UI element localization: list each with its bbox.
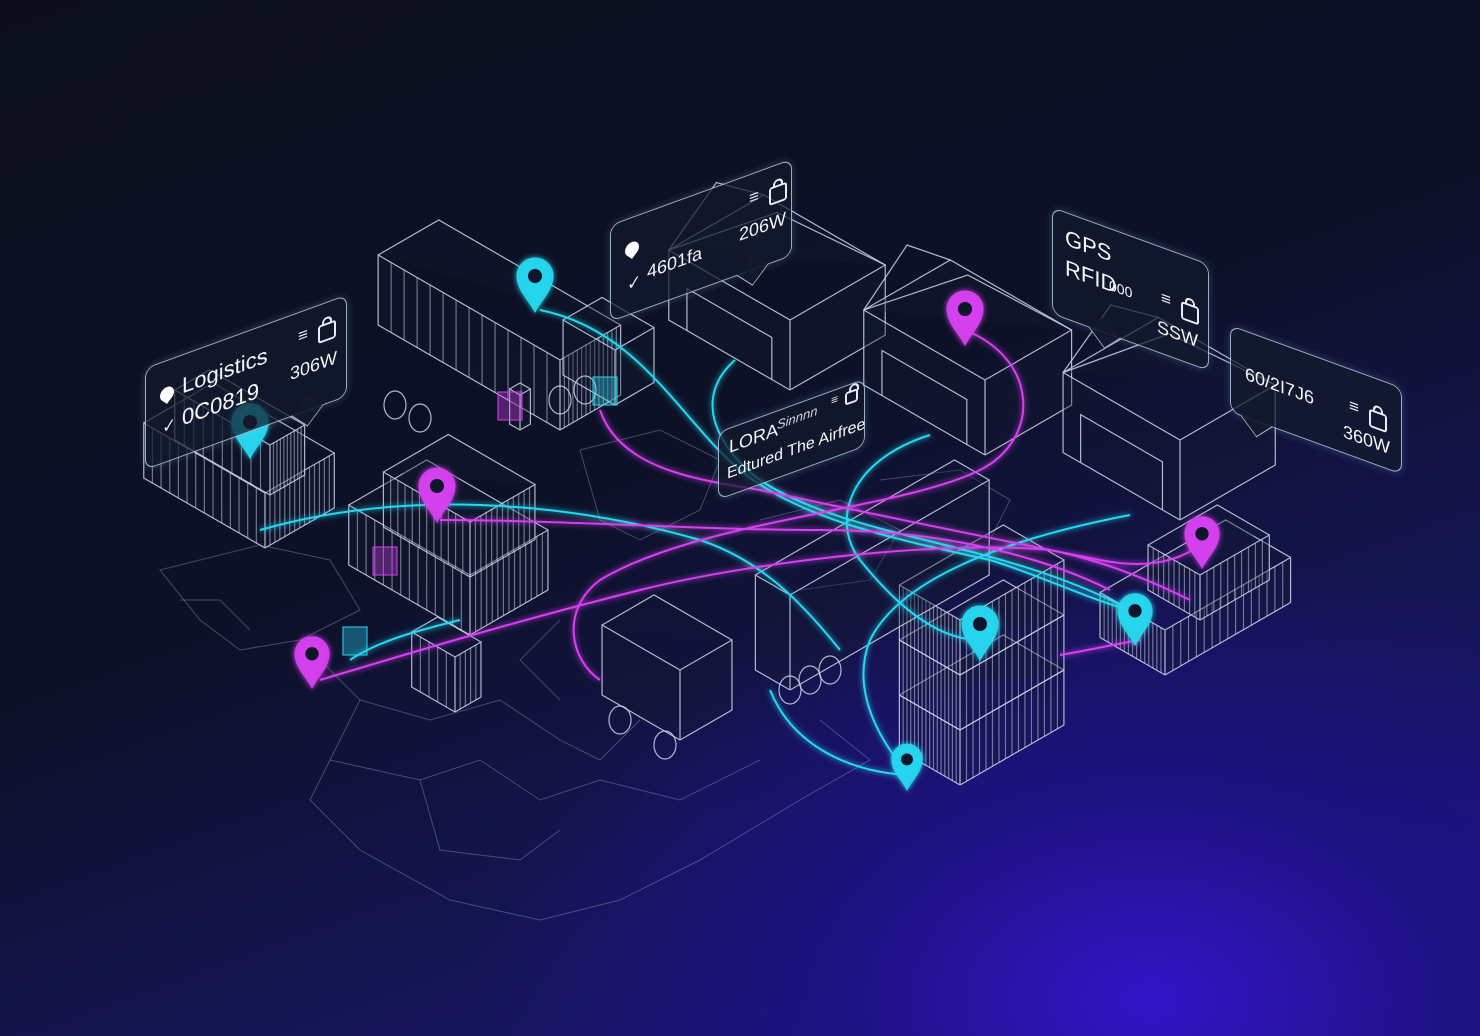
container-stack-ribs	[902, 618, 1059, 728]
route-cyan	[711, 359, 1131, 611]
route-cyan	[349, 619, 461, 661]
warehouse-roof	[863, 244, 951, 311]
container-stack-ribs	[902, 673, 1059, 783]
wheel	[818, 655, 842, 685]
wheel	[548, 385, 572, 415]
lock-icon	[845, 388, 858, 406]
location-pin-icon	[516, 257, 554, 314]
truck-cab	[562, 296, 655, 406]
callout-title-suffix: Sinnnn	[777, 402, 818, 433]
sensor-device	[592, 376, 618, 406]
route-magenta	[572, 329, 1025, 681]
callout-value: 206W	[739, 207, 787, 246]
truck-cab	[601, 594, 733, 741]
wheel	[573, 375, 597, 405]
location-pin-icon	[891, 743, 923, 791]
callout-id: 4601fa	[647, 242, 703, 283]
route-cyan	[845, 434, 981, 641]
signal-icon: ≡	[1349, 395, 1359, 418]
wheel	[798, 665, 822, 695]
signal-icon: ≡	[831, 391, 839, 408]
warehouse-door	[686, 287, 773, 380]
signal-icon: ≡	[1161, 287, 1171, 311]
truck-trailer	[377, 219, 622, 431]
callout-value: 306W	[290, 347, 338, 385]
check-icon: ✓	[627, 270, 642, 295]
container-stack-ribs	[183, 395, 302, 493]
route-magenta	[1059, 639, 1141, 656]
signal-icon: ≡	[298, 323, 308, 347]
location-pin-icon	[1184, 516, 1220, 570]
lock-icon	[769, 181, 787, 207]
lock-icon	[1369, 408, 1387, 434]
wheel	[778, 675, 802, 705]
container-stack-ribs	[356, 510, 543, 632]
map-pin-icon	[622, 239, 642, 259]
check-icon: ✓	[162, 413, 177, 438]
route-cyan	[539, 309, 1131, 611]
lock-icon	[1181, 300, 1199, 326]
signal-icon: ≡	[749, 185, 759, 209]
route-cyan	[862, 514, 1131, 771]
location-pin-icon	[961, 605, 999, 662]
route-magenta	[319, 546, 1191, 681]
wheel	[608, 705, 632, 735]
wheel	[408, 403, 432, 433]
truck-trailer-ribs	[390, 262, 617, 428]
lock-icon	[318, 319, 336, 345]
route-cyan	[769, 689, 906, 776]
sensor-device	[497, 391, 523, 421]
location-pin-icon	[946, 290, 984, 347]
sensor-device	[342, 626, 368, 656]
location-pin-icon	[1117, 593, 1153, 647]
route-lines	[259, 309, 1201, 776]
magenta-tank	[509, 382, 531, 431]
sensor-device	[372, 546, 398, 576]
route-magenta	[599, 409, 1201, 566]
wheel	[383, 390, 407, 420]
location-pin-icon	[418, 467, 456, 524]
map-pin-icon	[157, 384, 177, 404]
container-stack-ribs	[390, 476, 531, 574]
equipment-crate-ribs	[419, 637, 477, 709]
callout-id: 60/2I7J6	[1245, 363, 1315, 409]
wheel	[653, 730, 677, 760]
warehouse-door	[881, 349, 968, 445]
container-stack-ribs	[1152, 539, 1263, 617]
location-pin-icon	[294, 636, 330, 690]
warehouse-door	[1080, 413, 1164, 510]
warehouse-roof	[863, 274, 1072, 331]
route-magenta	[439, 519, 1111, 591]
